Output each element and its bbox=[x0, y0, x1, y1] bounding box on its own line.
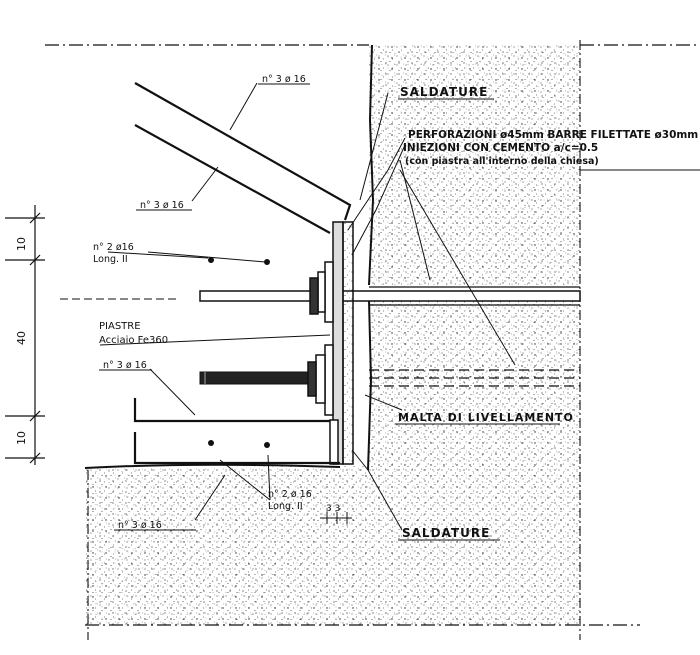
label-piastre: PIASTRE bbox=[99, 321, 141, 332]
label-perforazioni: PERFORAZIONI ø45mm BARRE FILETTATE ø30mm bbox=[408, 129, 698, 141]
rebar-horizontal bbox=[133, 398, 340, 465]
label-bars-top-1: n° 3 ø 16 bbox=[262, 74, 306, 85]
floor-slab bbox=[84, 463, 580, 625]
label-small-dims: 3 3 bbox=[326, 504, 340, 514]
dim-mid-40: 40 bbox=[15, 331, 28, 345]
label-long-bot-b: Long. II bbox=[268, 501, 303, 512]
plate-thickness-dim bbox=[320, 512, 352, 524]
label-bars-bot: n° 3 ø 16 bbox=[118, 520, 162, 531]
label-saldature-top: SALDATURE bbox=[400, 85, 488, 99]
dimension-chain bbox=[5, 205, 45, 465]
threaded-bar-top bbox=[199, 286, 581, 306]
label-bars-top-2: n° 3 ø 16 bbox=[140, 200, 184, 211]
label-long-top-a: n° 2 ø16 bbox=[93, 242, 134, 253]
label-saldature-bottom: SALDATURE bbox=[402, 526, 490, 540]
label-iniezioni: INIEZIONI CON CEMENTO a/c=0.5 bbox=[403, 142, 598, 154]
leader-lines bbox=[99, 82, 516, 531]
label-bars-mid: n° 3 ø 16 bbox=[103, 360, 147, 371]
label-long-top-b: Long. II bbox=[93, 254, 128, 265]
masonry-wall bbox=[367, 44, 580, 471]
dim-top-10: 10 bbox=[15, 237, 28, 251]
steel-plates bbox=[307, 221, 354, 465]
rebar-inclined bbox=[134, 82, 352, 234]
dim-bot-10: 10 bbox=[15, 431, 28, 445]
label-long-bot-a: n° 2 ø 16 bbox=[268, 489, 312, 500]
label-malta: MALTA DI LIVELLAMENTO bbox=[398, 411, 574, 424]
label-piastra-note: (con piastra all'interno della chiesa) bbox=[405, 156, 599, 167]
threaded-bar-lower bbox=[199, 371, 316, 385]
section-frame-lines bbox=[45, 40, 700, 640]
label-acciaio: Acciaio Fe360 bbox=[99, 335, 168, 346]
injection-bore bbox=[369, 369, 580, 387]
longitudinal-bars bbox=[208, 257, 270, 448]
